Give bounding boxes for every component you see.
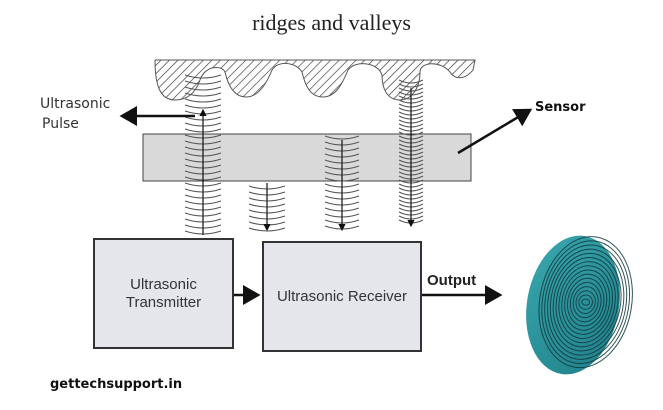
pulse-wave-arc xyxy=(184,92,222,97)
fingerprint-ridge xyxy=(569,281,602,323)
fingerprint-ridge xyxy=(555,261,616,344)
receiver-label: Ultrasonic Receiver xyxy=(276,287,408,305)
pulse-wave-arc xyxy=(184,98,222,103)
output-label: Output xyxy=(427,272,477,289)
fingerprint-ridge xyxy=(544,244,628,360)
ultrasonic-transmitter-block: Ultrasonic Transmitter xyxy=(93,238,234,349)
echo-wave-arc xyxy=(398,79,424,84)
pulse-wave-arc xyxy=(184,74,222,79)
watermark: gettechsupport.in xyxy=(50,377,183,392)
ultrasonic-pulse-label: Ultrasonic Pulse xyxy=(40,94,110,134)
sensor-label-arrow xyxy=(457,108,533,155)
transmitter-label-line1: Ultrasonic xyxy=(130,275,197,293)
fingerprint-image xyxy=(526,235,633,375)
ultrasonic-pulse-label-line2: Pulse xyxy=(42,116,79,132)
pulse-wave-arc xyxy=(184,80,222,85)
fingerprint-ridge xyxy=(549,252,622,352)
fingerprint-ridge xyxy=(566,277,605,327)
fingerprint-ridge xyxy=(558,265,613,339)
fingerprint-ridge xyxy=(538,236,633,369)
sensor-plate xyxy=(142,133,472,182)
finger-ridges-hatched xyxy=(154,59,476,101)
echo-wave-arc xyxy=(324,135,360,140)
fingerprint-ridge xyxy=(561,269,611,335)
fingerprint-ridge xyxy=(541,240,631,364)
sensor-label: Sensor xyxy=(535,100,586,115)
fingerprint-ridge xyxy=(572,286,599,319)
ultrasonic-receiver-block: Ultrasonic Receiver xyxy=(262,241,422,352)
fingerprint-ridge xyxy=(581,298,591,306)
diagram-title: ridges and valleys xyxy=(252,10,411,35)
fingerprint-ridge xyxy=(575,290,596,315)
pulse-wave-arc xyxy=(184,104,222,109)
fingerprint-ridge xyxy=(564,273,608,331)
pulse-wave-arc xyxy=(184,86,222,91)
fingerprint-ridge xyxy=(578,294,593,310)
echo-wave-arc xyxy=(398,83,424,88)
ultrasonic-pulse-label-line1: Ultrasonic xyxy=(40,96,111,112)
fingerprint-ridge xyxy=(547,248,625,356)
fingerprint-ridge xyxy=(552,256,619,348)
transmitter-label-line2: Transmitter xyxy=(125,293,202,311)
